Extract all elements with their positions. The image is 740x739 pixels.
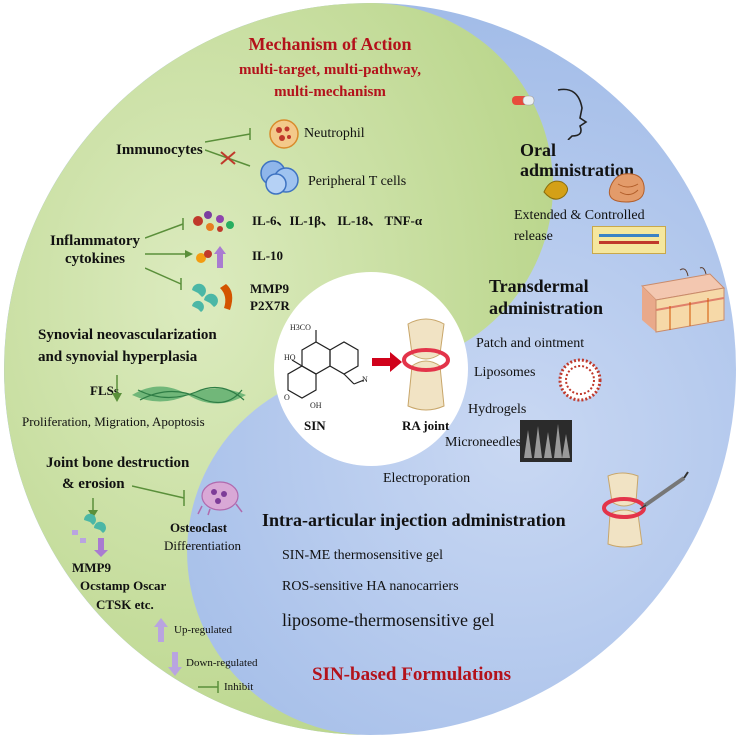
moa-title: Mechanism of Action <box>248 34 412 54</box>
bone-title-2: & erosion <box>62 476 125 492</box>
oral-title-1: Oral <box>520 140 556 160</box>
immunocytes-label: Immunocytes <box>116 142 203 158</box>
microneedles-label: Microneedles <box>445 435 522 450</box>
neutrophil-icon <box>269 119 299 149</box>
cytokines-row-1: IL-6、IL-1β、 IL-18、 TNF-α <box>252 213 423 228</box>
methoxy-label: H3CO <box>290 323 311 332</box>
sin-molecule-icon <box>287 330 365 399</box>
formulations-title: SIN-based Formulations <box>312 664 511 685</box>
cytokines-row-3a: MMP9 <box>250 281 289 296</box>
electroporation-label: Electroporation <box>383 471 471 486</box>
intra-item-2: ROS-sensitive HA nanocarriers <box>282 579 459 594</box>
immunocytes-arrows <box>205 128 251 167</box>
svg-text:HO: HO <box>284 353 296 362</box>
ra-joint-label: RA joint <box>402 418 450 433</box>
legend-inhibit-icon <box>198 681 219 693</box>
transdermal-title-1: Transdermal <box>489 276 589 296</box>
joint-injection-icon <box>602 471 689 548</box>
fibroblast-icon <box>132 386 246 404</box>
bone-markers-label: Ocstamp Oscar <box>80 578 167 593</box>
legend-up-arrow-icon <box>154 618 168 642</box>
synovial-title-1: Synovial neovascularization <box>38 327 217 343</box>
oral-release-2: release <box>514 229 553 244</box>
moa-subtitle-2: multi-mechanism <box>274 84 386 100</box>
cytokines-row-3b: P2X7R <box>250 298 290 313</box>
il10-up-icon <box>196 246 226 268</box>
bone-markers-icon <box>72 498 108 557</box>
t-cells-icon <box>260 160 299 195</box>
liposome-icon <box>558 358 602 402</box>
moa-subtitle-1: multi-target, multi-pathway, <box>238 62 422 78</box>
cytokines-row-2: IL-10 <box>252 248 284 263</box>
legend-up-label: Up-regulated <box>174 624 233 636</box>
skin-layers-icon <box>640 267 726 333</box>
oral-title-2: administration <box>520 160 635 180</box>
transdermal-title-2: administration <box>489 298 604 318</box>
legend-down-label: Down-regulated <box>186 657 258 669</box>
differentiation-label: Differentiation <box>164 538 242 553</box>
svg-text:N: N <box>362 375 368 384</box>
t-cells-label: Peripheral T cells <box>308 174 407 189</box>
medicine-box-icon <box>592 226 666 254</box>
ra-joint-icon <box>402 318 450 411</box>
svg-text:OH: OH <box>310 401 322 410</box>
liposomes-label: Liposomes <box>474 365 536 380</box>
cytokine-molecules-icon <box>193 211 234 232</box>
osteoclast-label: Osteoclast <box>170 520 228 535</box>
intra-item-3: liposome-thermosensitive gel <box>282 610 495 630</box>
intra-title: Intra-articular injection administration <box>262 510 566 530</box>
fls-effects: Proliferation, Migration, Apoptosis <box>22 414 205 429</box>
fls-label: FLSs <box>90 383 119 398</box>
sin-label: SIN <box>304 418 326 433</box>
oral-release-1: Extended & Controlled <box>514 208 645 223</box>
oral-face-icon <box>512 88 588 140</box>
svg-text:O: O <box>284 393 290 402</box>
bone-inhibit-arrow <box>132 485 185 506</box>
center-graphic: H3CO HO O OH N <box>284 318 450 411</box>
legend-down-arrow-icon <box>168 652 182 676</box>
ctsk-label: CTSK etc. <box>96 597 154 612</box>
bone-title-1: Joint bone destruction <box>46 455 190 471</box>
legend-inhibit-label: Inhibit <box>224 681 254 693</box>
intra-item-1: SIN-ME thermosensitive gel <box>282 548 443 563</box>
hydrogels-label: Hydrogels <box>468 402 527 417</box>
neutrophil-label: Neutrophil <box>304 126 365 141</box>
cytokine-arrows <box>145 218 193 290</box>
fls-arrow-icon <box>112 375 122 402</box>
patch-label: Patch and ointment <box>476 336 585 351</box>
mmp9-icon <box>192 283 233 312</box>
osteoclast-icon <box>197 481 243 516</box>
red-arrow-icon <box>372 352 402 372</box>
mmp9-label: MMP9 <box>72 560 111 575</box>
microneedle-array-icon <box>520 420 572 462</box>
cytokines-label-2: cytokines <box>65 251 125 267</box>
cytokines-label-1: Inflammatory <box>50 233 140 249</box>
synovial-title-2: and synovial hyperplasia <box>38 349 198 365</box>
digestive-icon <box>543 173 645 203</box>
